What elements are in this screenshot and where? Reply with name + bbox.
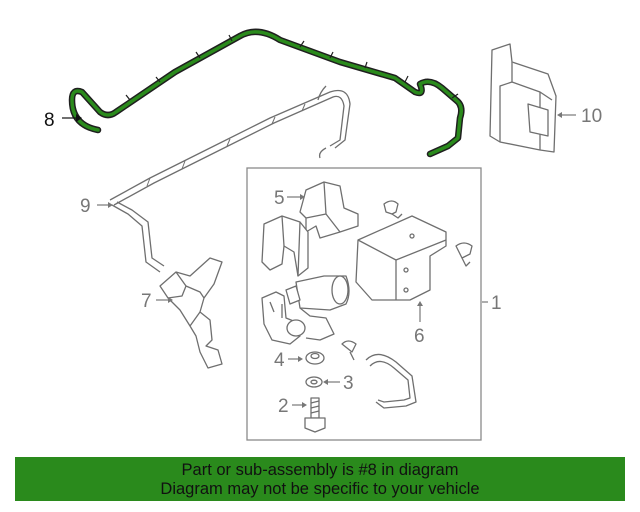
part-10-module[interactable] bbox=[489, 43, 557, 153]
callout-10[interactable]: 10 bbox=[581, 106, 602, 127]
assembly-frame bbox=[246, 167, 482, 441]
callout-8[interactable]: 8 bbox=[44, 110, 55, 131]
part-8-air-line[interactable] bbox=[68, 28, 465, 158]
callout-1[interactable]: 1 bbox=[491, 293, 502, 314]
part-5-bracket[interactable] bbox=[261, 181, 359, 277]
callout-2[interactable]: 2 bbox=[278, 396, 289, 417]
part-7-bracket[interactable] bbox=[159, 257, 223, 369]
banner-line-1: Part or sub-assembly is #8 in diagram bbox=[181, 461, 459, 479]
callout-5[interactable]: 5 bbox=[274, 188, 285, 209]
parts-diagram: 8 9 10 5 7 6 1 4 3 2 bbox=[44, 28, 602, 441]
banner-line-2: Diagram may not be specific to your vehi… bbox=[160, 480, 480, 498]
part-notice-banner: Part or sub-assembly is #8 in diagram Di… bbox=[15, 457, 625, 501]
small-hose[interactable] bbox=[341, 340, 417, 409]
part-6-bracket[interactable] bbox=[355, 200, 473, 301]
leader-lines bbox=[62, 112, 576, 408]
part-9-hose[interactable] bbox=[109, 85, 351, 273]
callout-3[interactable]: 3 bbox=[343, 373, 354, 394]
part-4-grommet[interactable] bbox=[305, 351, 325, 365]
callout-9[interactable]: 9 bbox=[80, 196, 91, 217]
compressor-assembly[interactable] bbox=[261, 275, 350, 345]
callout-4[interactable]: 4 bbox=[274, 350, 285, 371]
callout-6[interactable]: 6 bbox=[414, 326, 425, 347]
part-2-bolt[interactable] bbox=[304, 397, 326, 433]
part-3-washer[interactable] bbox=[305, 376, 323, 388]
callout-7[interactable]: 7 bbox=[141, 291, 152, 312]
